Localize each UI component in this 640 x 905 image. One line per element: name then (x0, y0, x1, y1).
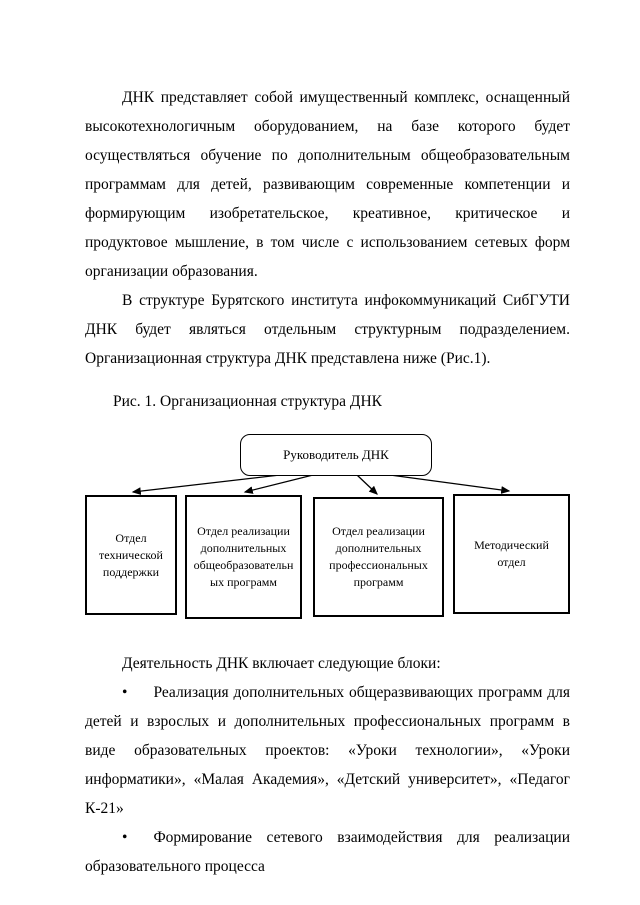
bullet-item-network: •Формирование сетевого взаимодействия дл… (85, 823, 570, 881)
org-chart: Руководитель ДНК Отдел технической подде… (85, 432, 570, 627)
activities-intro: Деятельность ДНК включает следующие блок… (122, 655, 441, 672)
bullet-marker: • (122, 829, 128, 846)
bullet-text: Реализация дополнительных общеразвивающи… (85, 684, 570, 817)
org-chart-box-tech-support: Отдел технической поддержки (85, 495, 177, 615)
org-chart-box-label: Отдел реализации дополнительных професси… (329, 524, 428, 589)
figure-caption: Рис. 1. Организационная структура ДНК (113, 393, 383, 410)
org-chart-root-label: Руководитель ДНК (283, 447, 389, 462)
paragraph-structure: В структуре Бурятского института инфоком… (85, 292, 570, 367)
org-chart-box-label: Отдел технической поддержки (99, 530, 163, 579)
paragraph-dnk-description: ДНК представляет собой имущественный ком… (85, 89, 570, 280)
org-chart-box-professional-programs: Отдел реализации дополнительных професси… (313, 497, 444, 617)
org-chart-box-label: Отдел реализации дополнительных общеобра… (193, 524, 294, 589)
bullet-marker: • (122, 684, 128, 701)
org-chart-root-box: Руководитель ДНК (240, 434, 432, 476)
org-chart-box-methodical: Методический отдел (453, 494, 570, 614)
bullet-text: Формирование сетевого взаимодействия для… (85, 829, 570, 875)
org-chart-box-label: Методический отдел (474, 538, 549, 569)
bullet-item-programs: •Реализация дополнительных общеразвивающ… (85, 678, 570, 823)
org-chart-box-general-education: Отдел реализации дополнительных общеобра… (185, 495, 302, 619)
